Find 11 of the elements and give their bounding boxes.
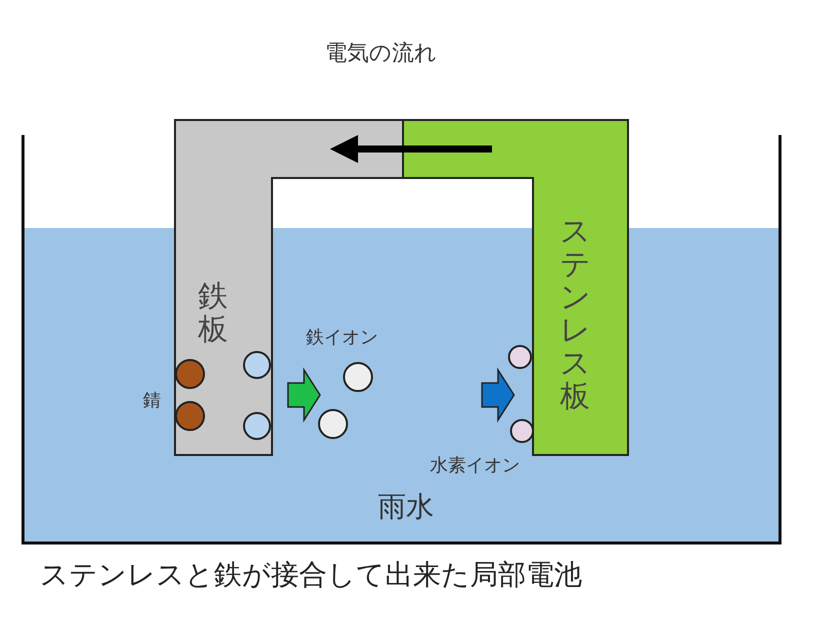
metal-plate: [402, 119, 629, 456]
metal-plate: [174, 119, 404, 456]
text-label: 鉄イオン: [306, 326, 378, 349]
plate-label: 鉄板: [198, 280, 228, 346]
caption: ステンレスと鉄が接合して出来た局部電池: [40, 557, 582, 593]
plate-label: ステンレス板: [560, 215, 590, 413]
text-label: 錆: [143, 389, 161, 412]
arrow: [330, 135, 492, 163]
text-label: 雨水: [378, 489, 434, 525]
text-label: 水素イオン: [430, 454, 520, 477]
text-label: 電気の流れ: [325, 40, 437, 68]
